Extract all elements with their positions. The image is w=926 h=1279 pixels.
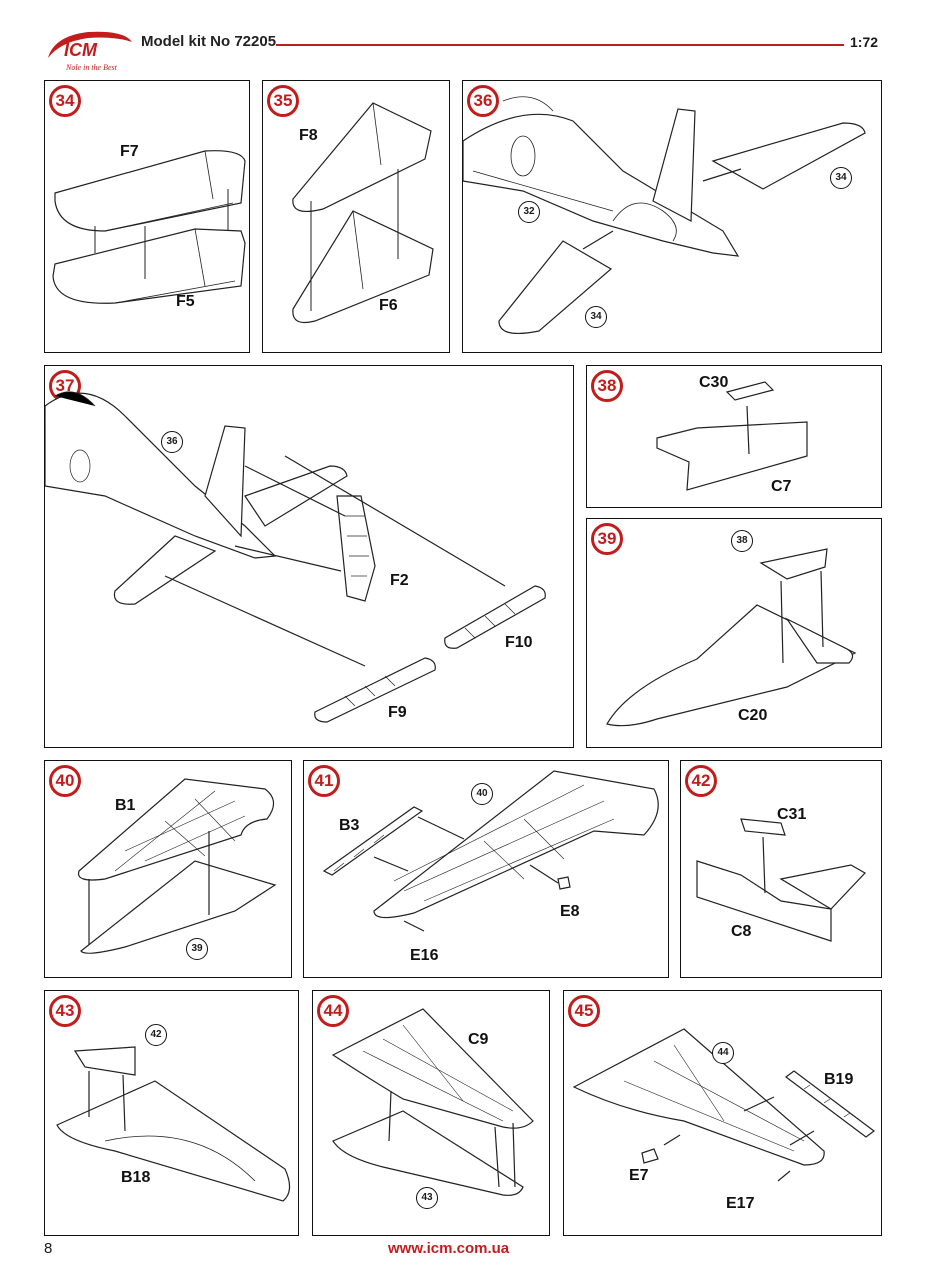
page-number: 8: [44, 1240, 53, 1257]
part-label-f7: F7: [120, 143, 139, 160]
step-42-panel: 42 C31 C8: [680, 760, 882, 978]
part-label-f5: F5: [176, 293, 195, 310]
step-number: 40: [49, 765, 81, 797]
scale-label: 1:72: [850, 34, 879, 50]
stabilizer-drawing: [52, 150, 246, 304]
part-label-f6: F6: [379, 297, 398, 314]
insert-drawing: [696, 818, 866, 942]
step-ref-36: 36: [161, 431, 183, 453]
wing-assembly-drawing: [77, 778, 277, 954]
part-label-e17: E17: [726, 1195, 755, 1212]
wing-lower-drawing: [606, 548, 857, 727]
step-38-panel: 38 C30 C7: [586, 365, 882, 508]
insert-drawing: [656, 381, 808, 491]
step-39-panel: 39 38 C20: [586, 518, 882, 748]
wing-lower-drawing: [56, 1046, 291, 1202]
svg-text:ICM: ICM: [64, 40, 98, 60]
part-label-b3: B3: [339, 817, 360, 834]
step-35-panel: 35 F8 F6: [262, 80, 450, 353]
step-number: 36: [467, 85, 499, 117]
step-ref-39: 39: [186, 938, 208, 960]
step-ref-38: 38: [731, 530, 753, 552]
part-label-c7: C7: [771, 478, 792, 495]
wing-details-drawing: [322, 770, 659, 932]
part-label-c9: C9: [468, 1031, 489, 1048]
wing-details-drawing: [572, 1028, 875, 1182]
part-label-f2: F2: [390, 572, 409, 589]
part-label-f9: F9: [388, 704, 407, 721]
step-36-panel: 36 32 34 34: [462, 80, 882, 353]
part-label-b18: B18: [121, 1169, 151, 1186]
page-header: ICM Nole in the Best Model kit No 72205 …: [0, 0, 926, 78]
step-ref-42: 42: [145, 1024, 167, 1046]
step-44-panel: 44 C9 43: [312, 990, 550, 1236]
header-rule: [276, 44, 844, 46]
wing-assembly-drawing: [331, 1008, 534, 1196]
step-ref-32: 32: [518, 201, 540, 223]
part-label-e16: E16: [410, 947, 439, 964]
tail-assembly-drawing: [463, 96, 866, 334]
step-number: 38: [591, 370, 623, 402]
part-label-f10: F10: [505, 634, 533, 651]
stabilizer-drawing: [292, 102, 434, 324]
part-label-c8: C8: [731, 923, 752, 940]
part-label-b19: B19: [824, 1071, 854, 1088]
part-label-b1: B1: [115, 797, 136, 814]
step-34-panel: 34 F7 F5: [44, 80, 250, 353]
part-label-c20: C20: [738, 707, 768, 724]
part-label-c31: C31: [777, 806, 807, 823]
part-label-e8: E8: [560, 903, 580, 920]
step-41-panel: 41 B3 40 E8 E16: [303, 760, 669, 978]
step-ref-44: 44: [712, 1042, 734, 1064]
step-number: 34: [49, 85, 81, 117]
step-number: 39: [591, 523, 623, 555]
step-ref-43: 43: [416, 1187, 438, 1209]
icm-logo: ICM Nole in the Best: [48, 31, 132, 72]
step-ref-34b: 34: [585, 306, 607, 328]
part-label-f8: F8: [299, 127, 318, 144]
step-40-panel: 40 B1 39: [44, 760, 292, 978]
step-43-panel: 43 42 B18: [44, 990, 299, 1236]
step-45-panel: 45 44 B19 E7 E17: [563, 990, 882, 1236]
part-label-c30: C30: [699, 374, 729, 391]
step-number: 43: [49, 995, 81, 1027]
step-number: 42: [685, 765, 717, 797]
step-number: 45: [568, 995, 600, 1027]
website-link[interactable]: www.icm.com.ua: [388, 1240, 510, 1257]
svg-text:Nole in the Best: Nole in the Best: [65, 63, 118, 72]
step-number: 41: [308, 765, 340, 797]
step-ref-34: 34: [830, 167, 852, 189]
kit-title: Model kit No 72205: [141, 33, 277, 50]
step-ref-40: 40: [471, 783, 493, 805]
step-37-panel: 37 36 F2 F10 F9: [44, 365, 574, 748]
step-number: 44: [317, 995, 349, 1027]
tail-control-surfaces-drawing: [45, 391, 546, 723]
part-label-e7: E7: [629, 1167, 649, 1184]
step-number: 35: [267, 85, 299, 117]
